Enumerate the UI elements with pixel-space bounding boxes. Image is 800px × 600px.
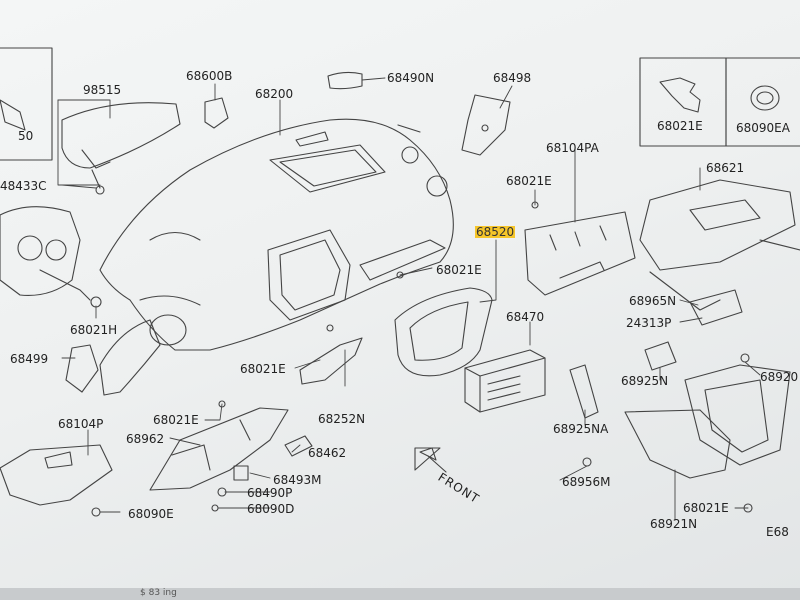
- part-label-68490N: 68490N: [387, 71, 435, 85]
- part-68104PA: [524, 211, 636, 296]
- glove-lid-68920: [684, 364, 791, 466]
- bracket-68925NA: [569, 364, 599, 419]
- part-label-68600B: 68600B: [186, 69, 233, 83]
- part-label-68470: 68470: [506, 310, 545, 324]
- part-label-68021E-lower: 68021E: [153, 413, 199, 427]
- part-label-50: 50: [18, 129, 34, 143]
- bezel-68520: [394, 287, 493, 377]
- inset-box-68090EA: [725, 57, 800, 147]
- clip-68493M: [233, 465, 249, 481]
- part-label-68090D: 68090D: [247, 502, 295, 516]
- part-68600B: [204, 97, 229, 129]
- part-68490N: [327, 71, 363, 90]
- part-label-68498: 68498: [493, 71, 532, 85]
- part-label-68925NA: 68925NA: [553, 422, 609, 436]
- bracket-68104P: [0, 444, 113, 506]
- part-label-68252N: 68252N: [318, 412, 366, 426]
- part-label-68920: 68920: [760, 370, 799, 384]
- part-label-24313P: 24313P: [626, 316, 672, 330]
- part-label-68925N: 68925N: [621, 374, 669, 388]
- part-label-68499: 68499: [10, 352, 49, 366]
- part-68498: [461, 94, 511, 156]
- part-label-68200: 68200: [255, 87, 294, 101]
- bracket-68925N: [644, 341, 677, 371]
- part-label-68962: 68962: [126, 432, 165, 446]
- instrument-panel-68200: [99, 118, 454, 351]
- part-label-48433C: 48433C: [0, 179, 47, 193]
- part-label-68462: 68462: [308, 446, 347, 460]
- trim-panel-left: [99, 319, 161, 396]
- part-68499: [65, 344, 99, 393]
- inset-box-left-top: [0, 47, 53, 161]
- part-label-68104P: 68104P: [58, 417, 104, 431]
- unit-68470: [464, 349, 546, 413]
- part-label-68021E-inset: 68021E: [657, 119, 703, 133]
- glovebox-68621: [639, 179, 800, 311]
- part-label-E68: E68: [766, 525, 789, 539]
- part-label-68490P: 68490P: [247, 486, 293, 500]
- airbag-module-98515: [61, 102, 181, 189]
- part-label-68520-highlighted: 68520: [475, 225, 516, 239]
- part-label-68090EA: 68090EA: [736, 121, 790, 135]
- part-24313P: [689, 289, 743, 326]
- part-label-68956M: 68956M: [562, 475, 611, 489]
- lower-lid-68921N: [624, 409, 731, 479]
- part-label-68621: 68621: [706, 161, 745, 175]
- part-label-68090E: 68090E: [128, 507, 174, 521]
- taskbar: $ 83 ing: [0, 588, 800, 600]
- part-label-68921N: 68921N: [650, 517, 698, 531]
- part-label-68021E-center: 68021E: [240, 362, 286, 376]
- lower-cover-68962: [149, 407, 289, 491]
- front-arrow: [414, 447, 447, 473]
- part-label-68021H: 68021H: [70, 323, 118, 337]
- part-68462: [284, 435, 313, 457]
- part-label-68493M: 68493M: [273, 473, 322, 487]
- part-label-68965N: 68965N: [629, 294, 677, 308]
- gauge-hood-left: [0, 206, 91, 301]
- part-label-68021E-mid: 68021E: [436, 263, 482, 277]
- leader-lines: [57, 77, 761, 521]
- part-label-68021E-right: 68021E: [683, 501, 729, 515]
- part-label-98515: 98515: [83, 83, 122, 97]
- part-label-68021E-upper: 68021E: [506, 174, 552, 188]
- part-label-68104PA: 68104PA: [546, 141, 599, 155]
- finisher-68252N: [299, 337, 363, 385]
- taskbar-text: $ 83 ing: [140, 588, 177, 598]
